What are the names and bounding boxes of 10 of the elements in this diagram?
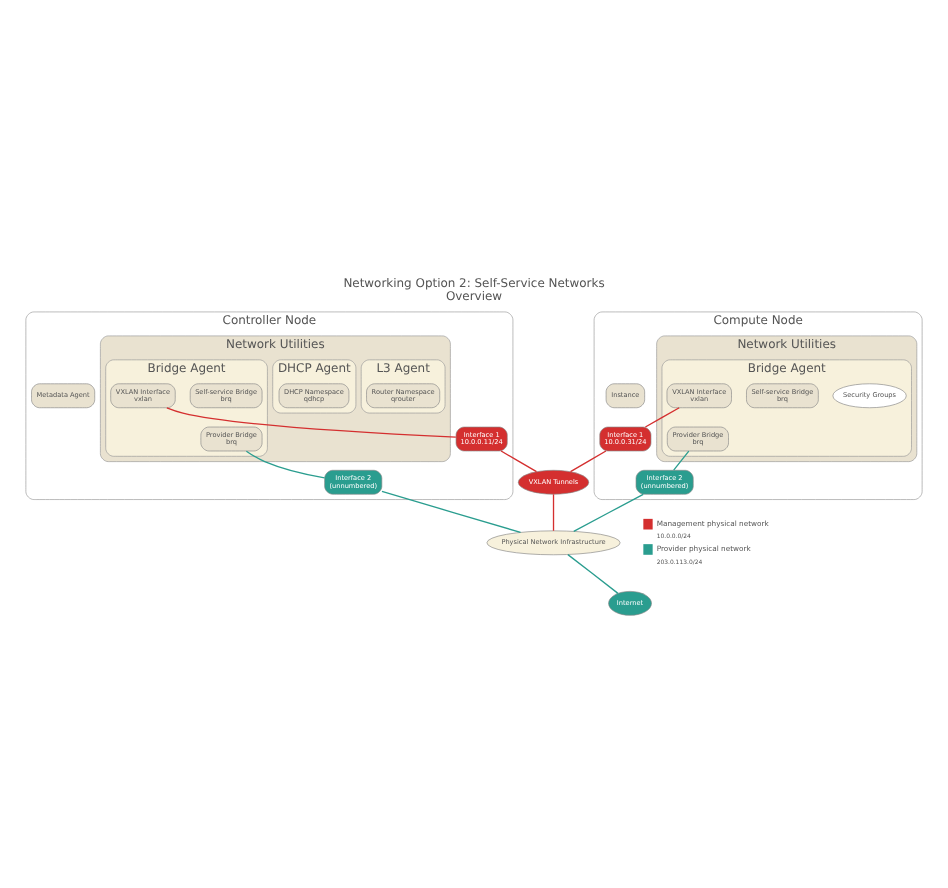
connector (245, 449, 326, 478)
connector (644, 406, 680, 427)
connector (569, 449, 607, 472)
connector (166, 406, 457, 437)
connector (673, 449, 690, 470)
connector (500, 449, 538, 472)
connector (573, 492, 644, 532)
connector (381, 489, 522, 533)
connector (552, 492, 555, 531)
connector (567, 552, 619, 594)
